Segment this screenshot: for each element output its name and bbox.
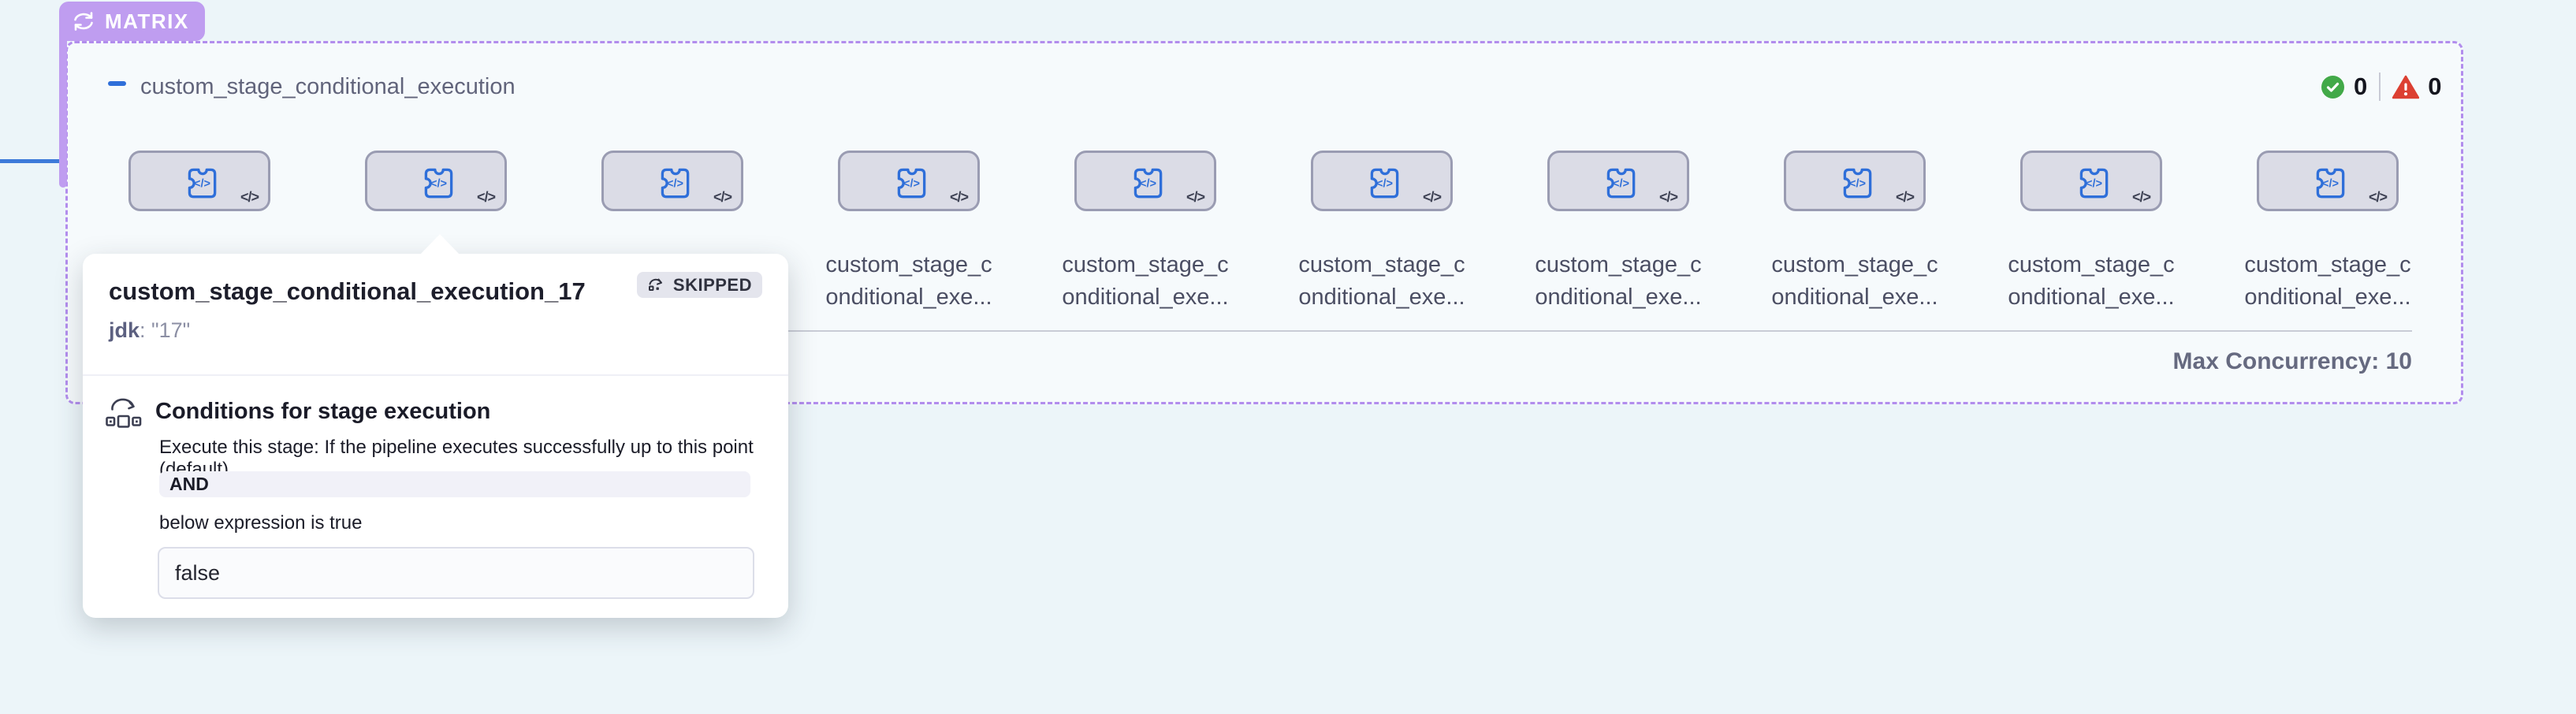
error-count: 0 [2428,73,2442,100]
code-tag: </> [1422,189,1442,205]
code-tag: </> [1895,189,1915,205]
custom-stage-code-icon: </> [1370,168,1399,199]
svg-text:</>: </> [1613,178,1629,191]
svg-text:</>: </> [2086,178,2102,191]
code-tag: </> [1658,189,1678,205]
stage-card[interactable]: </> </> [2257,151,2399,211]
check-circle-icon [2321,75,2344,99]
svg-text:</>: </> [1849,178,1866,191]
stage-label: custom_stage_c onditional_exe... [2244,252,2411,310]
svg-text:</>: </> [667,178,683,191]
tooltip-stage-title: custom_stage_conditional_execution_17 [109,277,586,305]
stage-card[interactable]: </> </> [1074,151,1216,211]
custom-stage-code-icon: </> [188,168,217,199]
success-count: 0 [2354,73,2368,100]
conditional-execution-icon [106,398,142,428]
tooltip-caret [419,234,460,255]
stage-card[interactable]: </> </> [1311,151,1453,211]
stage-label: custom_stage_c onditional_exe... [1771,252,1938,310]
stage-card[interactable]: </> </> [838,151,980,211]
svg-text:</>: </> [1376,178,1393,191]
conditions-subtext: below expression is true [159,512,363,534]
operator-field: AND [159,471,750,497]
matrix-stage-title: custom_stage_conditional_execution [140,74,516,99]
skipped-badge-label: SKIPPED [672,274,752,295]
custom-stage-code-icon: </> [1843,168,1872,199]
skipped-status-badge: SKIPPED [636,272,762,298]
stage-label: custom_stage_c onditional_exe... [2008,252,2175,310]
custom-stage-code-icon: </> [2079,168,2109,199]
custom-stage-code-icon: </> [1134,168,1163,199]
code-tag: </> [240,189,259,205]
matrix-badge-tail [59,39,67,188]
stage-card[interactable]: </> </> [1547,151,1689,211]
stage-card[interactable]: </> </> [2020,151,2162,211]
svg-text:</>: </> [194,178,210,191]
stage-label: custom_stage_c onditional_exe... [1298,252,1465,310]
pipeline-connector-line [0,159,61,163]
status-separator [2379,73,2381,101]
conditions-heading: Conditions for stage execution [155,399,491,424]
stage-card[interactable]: </> </> [601,151,743,211]
custom-stage-code-icon: </> [1606,168,1636,199]
svg-text:</>: </> [1140,178,1156,191]
code-tag: </> [713,189,732,205]
collapse-minus-icon[interactable] [108,81,126,86]
svg-text:</>: </> [903,178,920,191]
code-tag: </> [476,189,496,205]
custom-stage-code-icon: </> [2316,168,2345,199]
expression-input: false [158,547,754,599]
code-tag: </> [2131,189,2151,205]
code-tag: </> [1186,189,1205,205]
custom-stage-code-icon: </> [897,168,926,199]
svg-text:</>: </> [2322,178,2339,191]
skip-icon [648,278,662,291]
code-tag: </> [949,189,969,205]
stage-card[interactable]: </> </> [365,151,507,211]
stage-tooltip: custom_stage_conditional_execution_17 SK… [83,254,788,618]
matrix-footer-divider [114,330,2412,332]
svg-text:</>: </> [430,178,447,191]
matrix-variable: jdk: "17" [109,318,190,343]
matrix-badge-label: MATRIX [105,9,189,33]
loop-icon [74,12,93,31]
status-summary: 0 0 [2321,71,2442,102]
stage-card[interactable]: </> </> [128,151,270,211]
stage-label: custom_stage_c onditional_exe... [1062,252,1229,310]
variable-key: jdk [109,318,140,342]
custom-stage-code-icon: </> [661,168,690,199]
stage-card[interactable]: </> </> [1784,151,1926,211]
variable-value: : "17" [140,318,191,342]
code-tag: </> [2368,189,2388,205]
max-concurrency-label: Max Concurrency: 10 [2172,348,2412,374]
stage-label: custom_stage_c onditional_exe... [825,252,992,310]
matrix-badge[interactable]: MATRIX [59,2,205,41]
tooltip-divider [83,374,788,376]
custom-stage-code-icon: </> [424,168,453,199]
warning-triangle-icon [2392,75,2420,99]
stage-label: custom_stage_c onditional_exe... [1535,252,1702,310]
